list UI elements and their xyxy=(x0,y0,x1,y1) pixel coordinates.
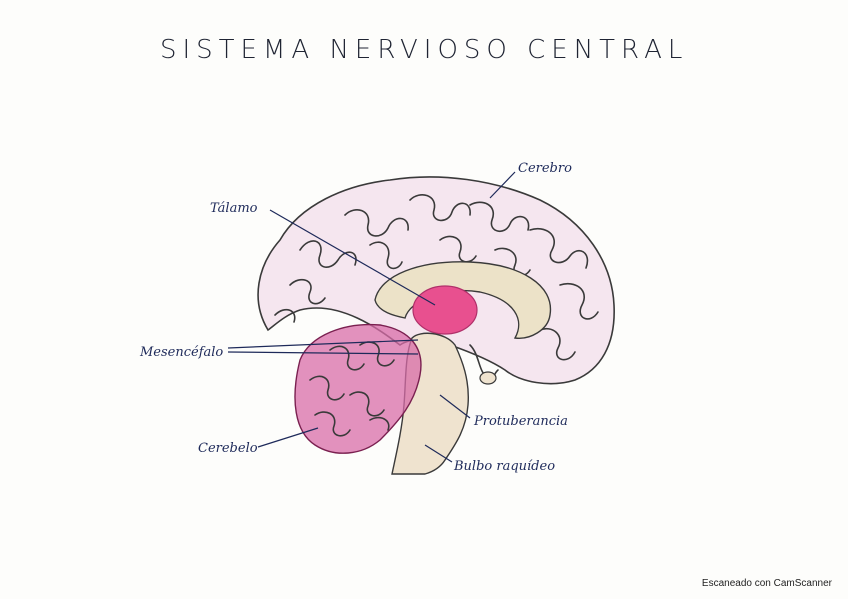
label-protuberancia: Protuberancia xyxy=(473,414,568,429)
cerebro-leader xyxy=(489,171,516,199)
mesencefalo-leader-1 xyxy=(227,339,419,349)
cerebral-gyri xyxy=(274,194,599,361)
corpus-callosum xyxy=(374,261,552,339)
mesencefalo-leader-2 xyxy=(227,351,419,355)
thalamus xyxy=(412,285,478,335)
label-mesencefalo: Mesencéfalo xyxy=(139,345,223,360)
label-talamo: Tálamo xyxy=(210,201,258,216)
cerebelo-leader xyxy=(257,427,319,448)
label-cerebro: Cerebro xyxy=(518,161,572,176)
talamo-leader xyxy=(269,209,436,306)
diagram-title: SISTEMA NERVIOSO CENTRAL xyxy=(160,35,688,65)
protuberancia-leader xyxy=(439,394,471,419)
label-cerebelo: Cerebelo xyxy=(198,441,258,456)
cerebellum xyxy=(294,323,422,454)
label-bulbo: Bulbo raquídeo xyxy=(453,459,555,474)
pituitary xyxy=(479,371,497,385)
scanner-watermark: Escaneado con CamScanner xyxy=(701,578,832,589)
bulbo-leader xyxy=(424,444,453,463)
